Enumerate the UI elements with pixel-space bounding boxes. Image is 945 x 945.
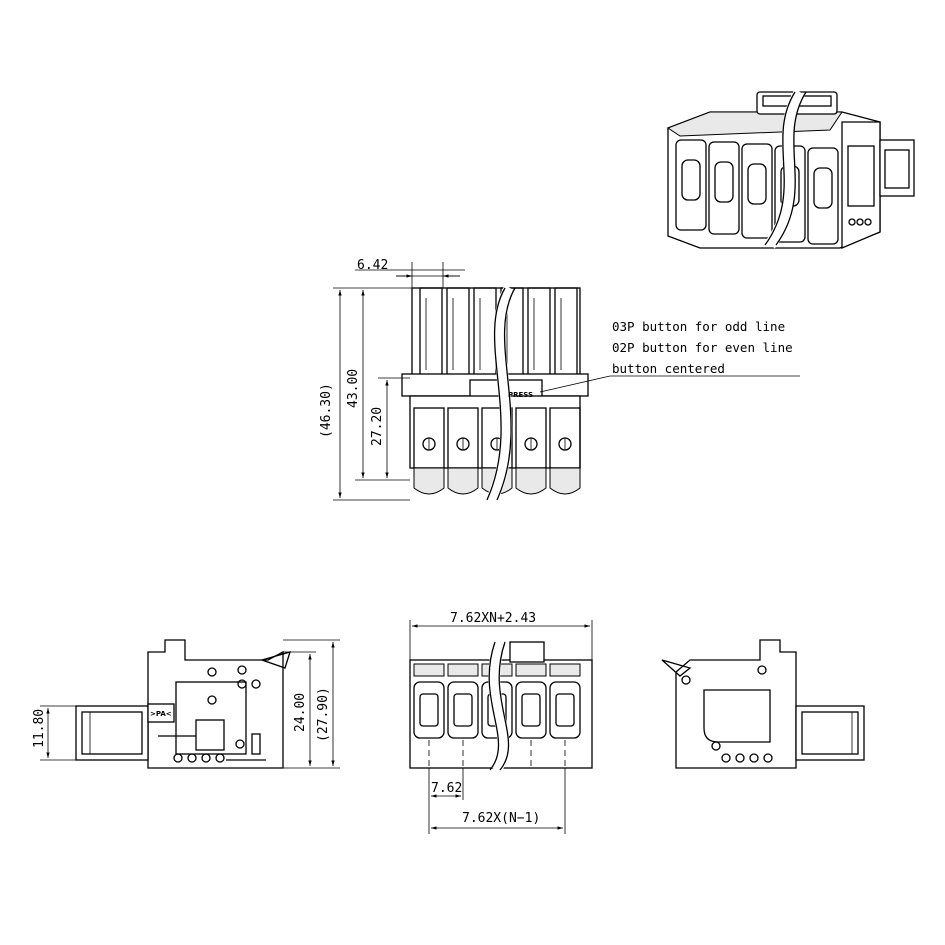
dim-height-body-top: 43.00 — [346, 369, 361, 408]
note-even-line: 02P button for even line — [612, 340, 793, 355]
dim-pitch-front: 7.62 — [431, 781, 462, 796]
press-label: PRESS — [508, 391, 533, 399]
side-view-left: >PA< 11.80 24.00 (27.90) — [32, 639, 340, 769]
side-view-right — [661, 639, 865, 769]
lock-label: >PA< — [150, 710, 172, 718]
dim-height-side: 24.00 — [293, 693, 308, 732]
top-view: PRESS 6.42 (46.30) 43.00 27.20 03P butto… — [319, 258, 800, 503]
dim-span: 7.62X(N−1) — [462, 811, 540, 826]
side-view-holes — [173, 665, 261, 763]
side-view-right-holes — [681, 665, 773, 763]
dim-height-total-top: (46.30) — [319, 383, 334, 438]
dim-height-total-side: (27.90) — [316, 687, 331, 742]
note-centered: button centered — [612, 361, 725, 376]
note-odd-line: 03P button for odd line — [612, 319, 785, 334]
iso-wire-openings — [675, 139, 839, 245]
top-view-wire-entries — [413, 467, 581, 495]
dim-pitch-top: 6.42 — [357, 258, 388, 273]
dim-width: 7.62XN+2.43 — [450, 611, 536, 626]
dim-flange: 11.80 — [32, 709, 47, 748]
isometric-view — [666, 88, 915, 249]
front-view-openings — [413, 663, 581, 739]
front-view: 7.62XN+2.43 7.62 7.62X(N−1) — [409, 611, 593, 834]
dim-height-button-top: 27.20 — [370, 407, 385, 446]
